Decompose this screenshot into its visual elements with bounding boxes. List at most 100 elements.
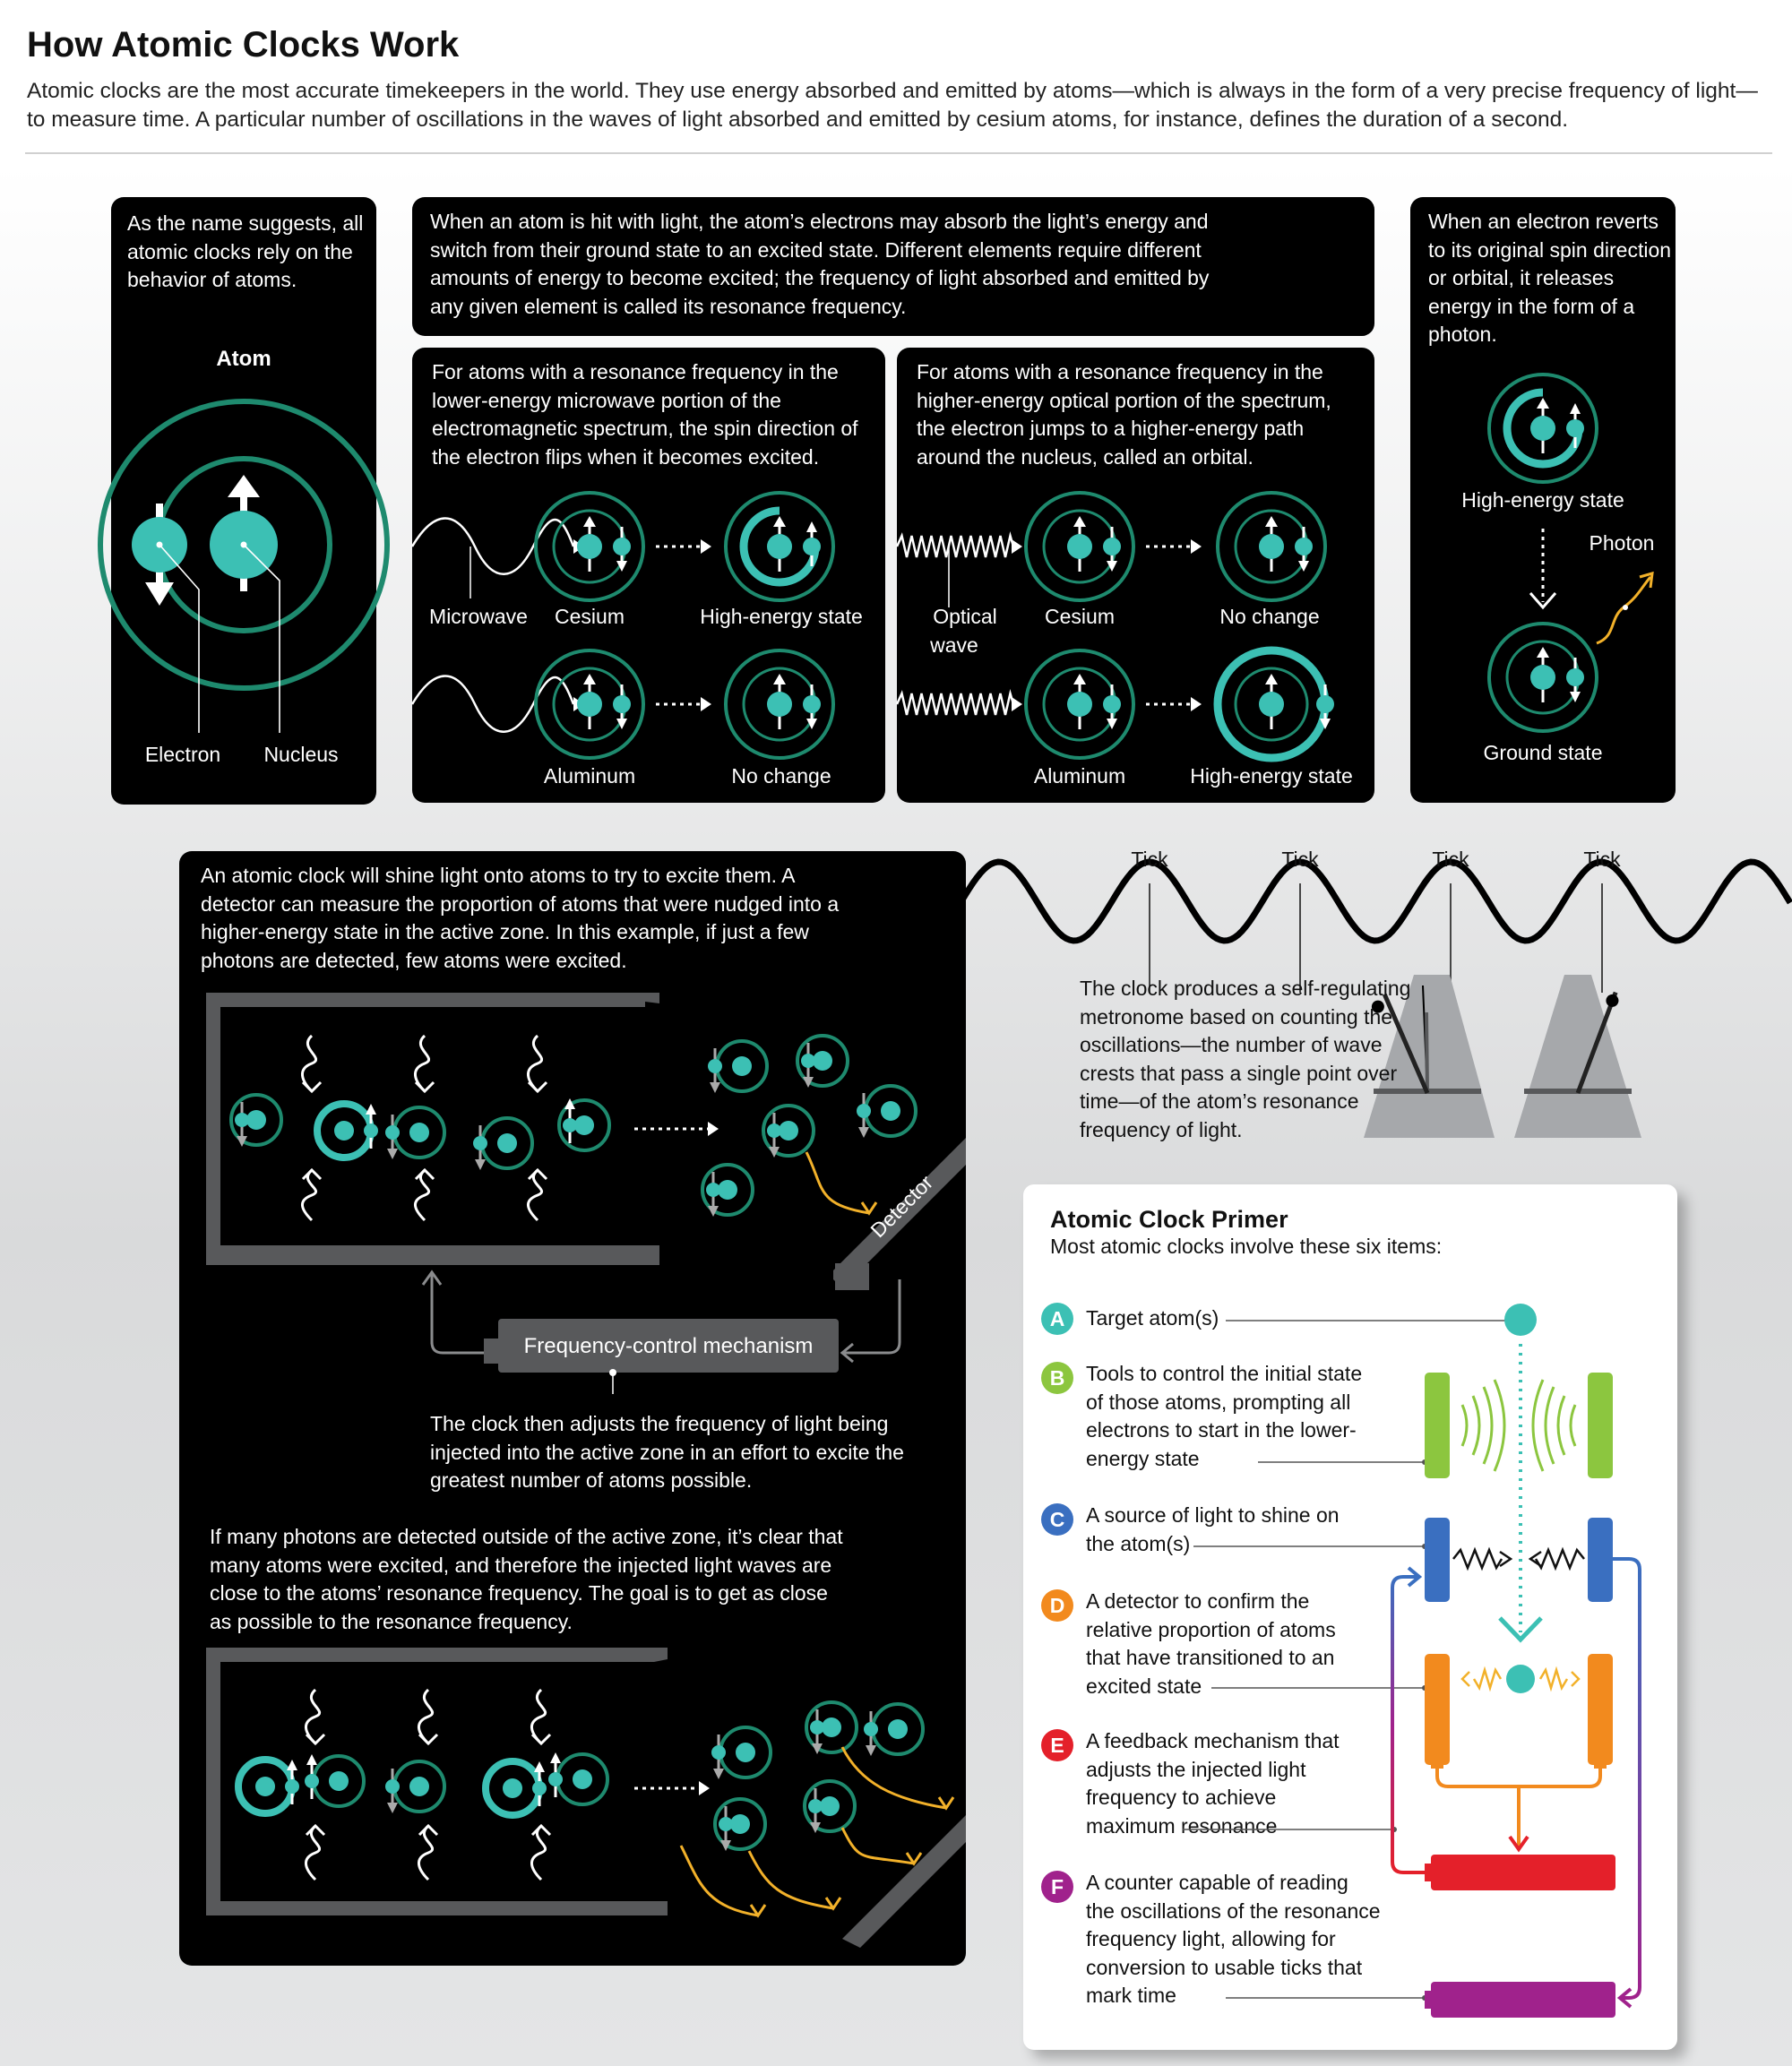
- outer-orbit: [98, 399, 390, 691]
- optical-label-line2: wave: [929, 633, 978, 657]
- photon-label: Photon: [1590, 531, 1655, 555]
- mechanism-label: Frequency-control mechanism: [524, 1334, 814, 1358]
- light-wave-icon: [418, 1824, 435, 1881]
- light-wave-icon: [305, 1824, 322, 1881]
- photon-panel: When an electron reverts to its original…: [1410, 197, 1676, 803]
- clock-process-panel: An atomic clock will shine light onto at…: [179, 851, 966, 1966]
- aluminum-label: Aluminum: [544, 764, 635, 788]
- small-atom-icon: [796, 1034, 849, 1088]
- small-atom-icon: [708, 1039, 769, 1093]
- photon-icon: [679, 1845, 759, 1917]
- metronome-text: The clock produces a self-regulating met…: [1080, 977, 1411, 1141]
- electron-label: Electron: [145, 743, 220, 766]
- light-wave-icon: [527, 1168, 544, 1222]
- primer-diagram: [1183, 1304, 1641, 2018]
- aluminum-label: Aluminum: [1034, 764, 1125, 788]
- light-wave-icon: [414, 1168, 431, 1222]
- optical-diagram: Optical wave Cesium No change Al: [895, 491, 1353, 788]
- small-atom-icon: [857, 1084, 918, 1138]
- small-atom-icon: [762, 1104, 815, 1158]
- small-atom-icon: [385, 1106, 446, 1159]
- electron-icon: [132, 504, 187, 606]
- target-atom-icon: [1504, 1304, 1537, 1336]
- active-zone-diagram: Detector Frequency-control mechanism: [206, 993, 966, 1948]
- cesium-atom-icon: [534, 491, 645, 602]
- high-energy-atom-icon: [1487, 373, 1598, 484]
- small-atom-icon: [235, 1756, 299, 1817]
- light-wave-icon: [414, 1034, 431, 1093]
- feedback-mechanism-bar: [1431, 1855, 1615, 1890]
- clock-text-2: The clock then adjusts the frequency of …: [430, 1412, 904, 1492]
- light-wave-icon: [418, 1688, 435, 1745]
- small-atom-icon: [864, 1702, 925, 1756]
- tick-label: Tick: [1432, 848, 1469, 871]
- clock-text-3: If many photons are detected outside of …: [210, 1525, 843, 1633]
- badge-d: D: [1041, 1589, 1073, 1622]
- cesium-label: Cesium: [1045, 605, 1115, 628]
- detector-label: Detector: [866, 1170, 937, 1242]
- small-atom-icon: [713, 1797, 767, 1851]
- light-source-right: [1588, 1518, 1613, 1602]
- light-wave-icon: [530, 1824, 547, 1881]
- badge-f: F: [1041, 1871, 1073, 1903]
- small-atom-icon: [557, 1098, 611, 1152]
- small-atom-icon: [482, 1758, 547, 1819]
- small-atom-icon: [711, 1726, 772, 1779]
- photon-icon: [747, 1850, 834, 1910]
- microwave-wave: [410, 517, 575, 575]
- nucleus-label: Nucleus: [263, 743, 338, 766]
- no-change-atom-icon: [1216, 491, 1327, 602]
- tick-label: Tick: [1583, 848, 1621, 871]
- photon-icon: [805, 1151, 870, 1215]
- light-wave-icon: [527, 1034, 544, 1093]
- microwave-panel: For atoms with a resonance frequency in …: [410, 348, 885, 803]
- photon-icon: [840, 1746, 947, 1810]
- microwave-diagram: Microwave Cesium High-energy state: [410, 491, 863, 788]
- small-atom-icon: [305, 1754, 366, 1808]
- no-change-label: No change: [731, 764, 831, 788]
- cesium-atom-icon: [1024, 491, 1135, 602]
- detector-left: [1425, 1654, 1450, 1765]
- state-control-right: [1588, 1373, 1613, 1478]
- light-wave-icon: [305, 1688, 322, 1745]
- header-divider: [25, 147, 1772, 154]
- badge-b: B: [1041, 1362, 1073, 1394]
- primer-item-f: A counter capable of reading the oscilla…: [1086, 1871, 1381, 2007]
- atom-panel-text: As the name suggests, all atomic clocks …: [127, 211, 364, 291]
- optical-panel-text: For atoms with a resonance frequency in …: [917, 360, 1331, 469]
- microwave-label: Microwave: [429, 605, 528, 628]
- ground-state-atom-icon: [1487, 622, 1598, 733]
- small-atom-icon: [548, 1752, 609, 1806]
- photon-icon: [840, 1827, 915, 1865]
- aluminum-atom-icon: [534, 649, 645, 760]
- light-source-left: [1425, 1518, 1450, 1602]
- resonance-intro-text: When an atom is hit with light, the atom…: [430, 210, 1210, 318]
- primer-title: Atomic Clock Primer: [1050, 1206, 1288, 1233]
- atomic-clock-primer: Atomic Clock Primer Most atomic clocks i…: [1023, 1184, 1677, 2050]
- atom-label: Atom: [216, 347, 271, 371]
- detector-bar: [833, 1138, 966, 1290]
- small-atom-icon: [385, 1760, 446, 1813]
- cesium-label: Cesium: [555, 605, 625, 628]
- atom-group: [229, 1034, 918, 1222]
- badge-a: A: [1041, 1303, 1073, 1335]
- state-control-left: [1425, 1373, 1450, 1478]
- small-atom-icon: [473, 1116, 534, 1170]
- aluminum-atom-icon: [1024, 649, 1135, 760]
- primer-item-a: Target atom(s): [1086, 1306, 1219, 1330]
- high-energy-label: High-energy state: [700, 605, 863, 628]
- tick-label: Tick: [1281, 848, 1319, 871]
- high-energy-label: High-energy state: [1190, 764, 1353, 788]
- primer-item-b: Tools to control the initial state of th…: [1086, 1362, 1363, 1470]
- ground-state-label: Ground state: [1484, 741, 1603, 764]
- detector-bar-2: [842, 1815, 966, 1948]
- photon-icon: [1596, 576, 1652, 645]
- badge-e: E: [1041, 1729, 1073, 1761]
- no-change-atom-icon: [724, 649, 835, 760]
- nucleus-icon: [210, 475, 278, 591]
- microwave-panel-text: For atoms with a resonance frequency in …: [432, 360, 858, 469]
- primer-item-c: A source of light to shine on the atom(s…: [1086, 1503, 1340, 1555]
- atom-panel: As the name suggests, all atomic clocks …: [98, 197, 390, 805]
- primer-subtitle: Most atomic clocks involve these six ite…: [1050, 1235, 1443, 1258]
